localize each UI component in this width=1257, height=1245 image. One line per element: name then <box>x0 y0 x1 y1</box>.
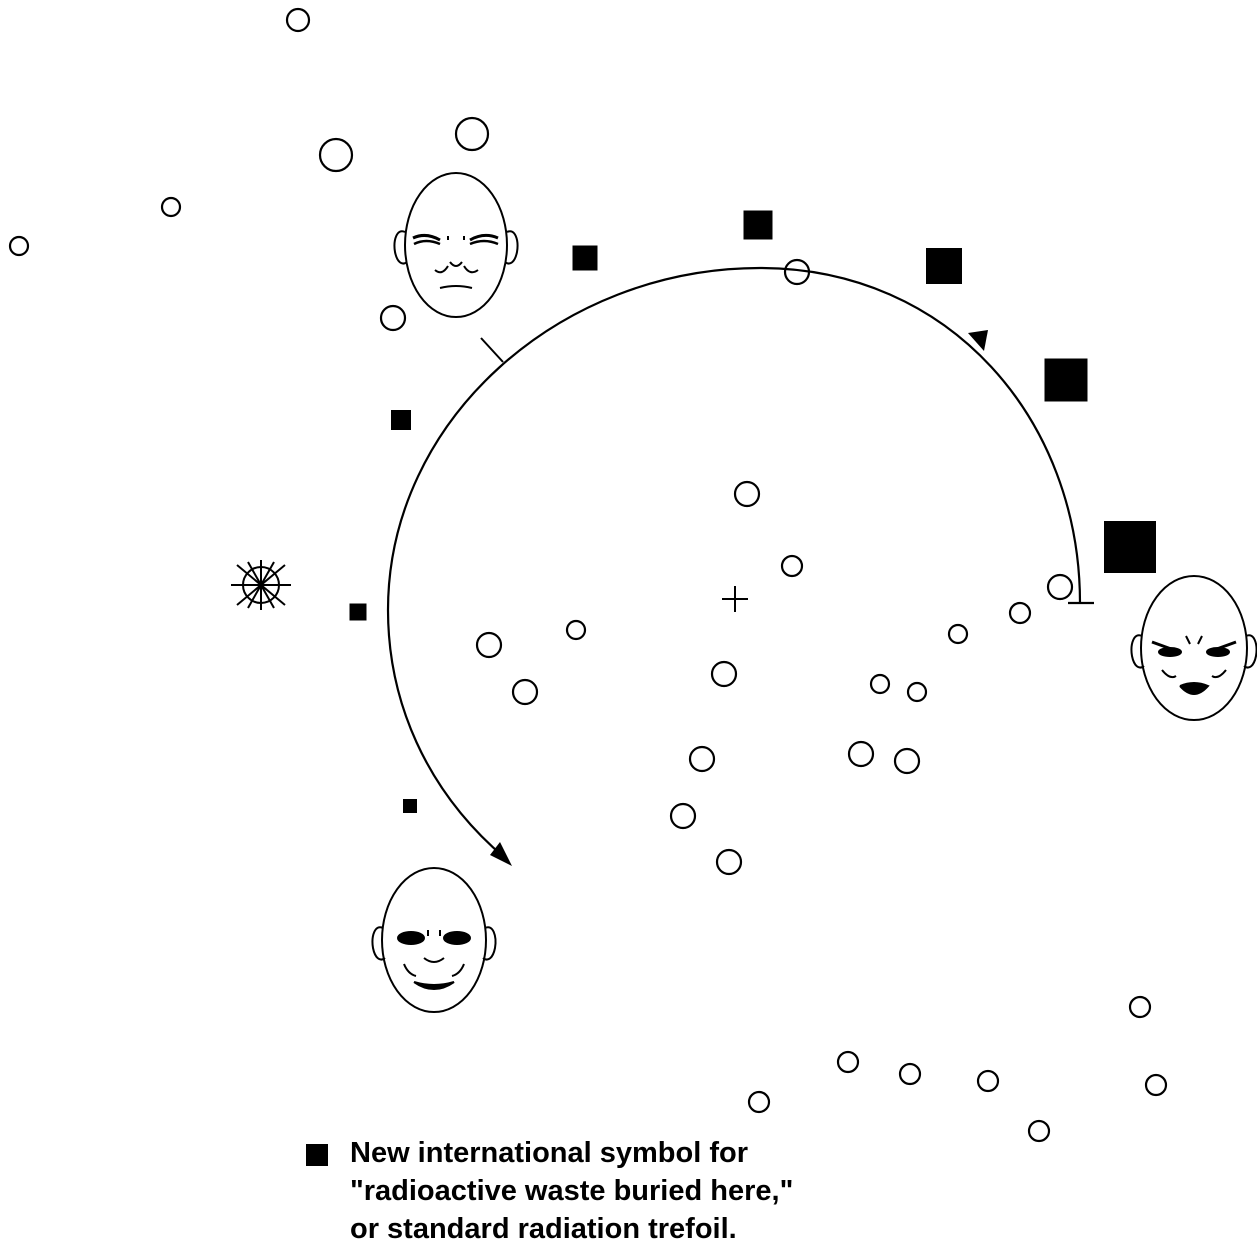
open-circle-marker <box>8 235 30 257</box>
open-circle-marker <box>379 304 407 332</box>
face-anger <box>1130 575 1257 721</box>
asterisk-wheel-icon <box>231 560 291 610</box>
warning-square-marker <box>391 410 411 430</box>
arc-tick-mark <box>480 337 504 363</box>
open-circle-markers <box>8 7 1168 1143</box>
face-pain <box>393 172 519 318</box>
warning-square-marker <box>1104 521 1156 573</box>
open-circle-marker <box>688 745 716 773</box>
warning-square-marker <box>403 799 417 813</box>
open-circle-marker <box>1008 601 1032 625</box>
open-circle-marker <box>454 116 490 152</box>
open-circle-marker <box>947 623 969 645</box>
warning-symbol-squares <box>349 210 1156 813</box>
legend-line: "radioactive waste buried here," <box>350 1175 794 1207</box>
warning-square-marker <box>743 210 773 240</box>
open-circle-marker <box>869 673 891 695</box>
open-circle-marker <box>285 7 311 33</box>
open-circle-marker <box>898 1062 922 1086</box>
open-circle-marker <box>906 681 928 703</box>
legend-line: New international symbol for <box>350 1137 748 1169</box>
open-circle-marker <box>733 480 761 508</box>
open-circle-marker <box>715 848 743 876</box>
open-circle-marker <box>976 1069 1000 1093</box>
warning-square-marker <box>349 603 367 621</box>
open-circle-marker <box>160 196 182 218</box>
open-circle-marker <box>780 554 804 578</box>
arc-path <box>386 266 1082 859</box>
legend-line: or standard radiation trefoil. <box>350 1213 737 1245</box>
open-circle-marker <box>893 747 921 775</box>
open-circle-marker <box>1027 1119 1051 1143</box>
open-circle-marker <box>565 619 587 641</box>
legend-square-icon <box>306 1144 328 1166</box>
warning-square-marker <box>1044 358 1088 402</box>
open-circle-marker <box>1128 995 1152 1019</box>
open-circle-marker <box>1144 1073 1168 1097</box>
open-circle-marker <box>747 1090 771 1114</box>
arc-arrowhead-icon <box>968 330 988 351</box>
legend-text: New international symbol for "radioactive… <box>350 1134 793 1245</box>
open-circle-marker <box>669 802 697 830</box>
arc-end-arrowhead-icon <box>490 842 512 866</box>
warning-square-marker <box>572 245 598 271</box>
open-circle-marker <box>318 137 354 173</box>
open-circle-marker <box>511 678 539 706</box>
face-happy <box>371 867 497 1013</box>
center-cross-icon <box>722 586 748 612</box>
open-circle-marker <box>475 631 503 659</box>
open-circle-marker <box>710 660 738 688</box>
open-circle-marker <box>847 740 875 768</box>
open-circle-marker <box>836 1050 860 1074</box>
open-circle-marker <box>1046 573 1074 601</box>
warning-square-marker <box>926 248 962 284</box>
